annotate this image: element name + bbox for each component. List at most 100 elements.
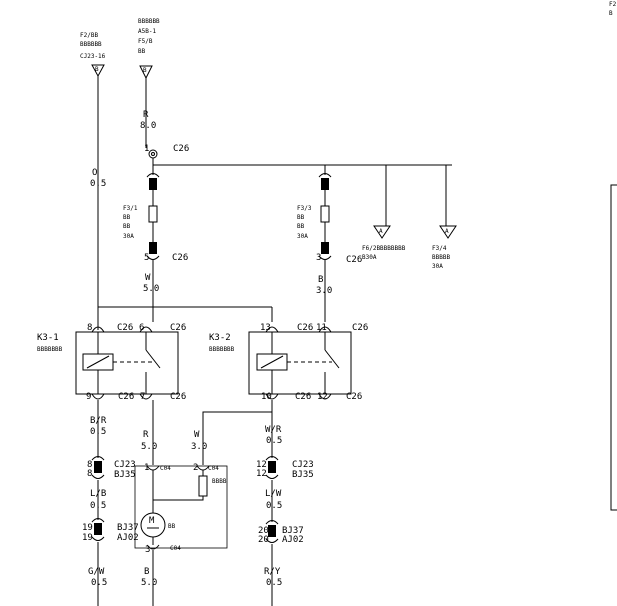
relay1-pin9: 9 (86, 392, 91, 402)
ground-2-label-3: 30A (432, 263, 443, 270)
wire-r-bot-color: R (143, 430, 149, 440)
fuse2-label-4: 30A (297, 233, 308, 240)
relay1-conn1: C26 (117, 323, 133, 333)
ground-2-label-2: BBBBB (432, 254, 450, 261)
motor-label: BB (168, 523, 176, 530)
fuse1-label-3: BB (123, 223, 131, 230)
fuse2-label-2: BB (297, 214, 305, 221)
wire-o-size: 0.5 (90, 179, 106, 189)
ground-left-label-1: F2/BB (80, 32, 98, 39)
fuse1-bottom-terminal (149, 242, 157, 254)
cj23-left-terminal (94, 461, 102, 473)
bj37-left-terminal (94, 523, 102, 535)
cj23-left-name2: BJ35 (114, 470, 136, 480)
cj23-right-terminal (268, 461, 276, 473)
wire-w-mid-size: 5.0 (143, 284, 159, 294)
relay1-pin7-arc (139, 393, 153, 400)
relay1-pin9-arc (91, 393, 105, 400)
wire-gw-color: G/W (88, 567, 105, 577)
wire-r-top-color: R (143, 110, 149, 120)
bj37-left-name1: BJ37 (117, 523, 139, 533)
fuse2-body (320, 205, 330, 223)
wire-w-bot-size: 3.0 (191, 442, 207, 452)
c26-top-pin: 1 (144, 144, 149, 154)
wire-lb-size: 0.5 (90, 501, 106, 511)
relay2-pin12-arc (318, 393, 332, 400)
relay1-pin6-arc (139, 326, 153, 333)
cj23-left-pin2: 8 (87, 469, 92, 479)
bj37-right-pin2: 20 (258, 535, 269, 545)
relay2-pin11-arc (318, 326, 332, 333)
c04-a-pin: 1 (144, 463, 149, 473)
relay2-pin11: 11 (316, 323, 327, 333)
wire-w-bot (202, 400, 273, 465)
relay2-pin12: 12 (317, 392, 328, 402)
relay2-coil-diag (260, 355, 284, 369)
cj23-right-pin2: 12 (256, 469, 267, 479)
fuse1-top-terminal-arc (146, 173, 160, 178)
cj23-right-name2: BJ35 (292, 470, 314, 480)
c26-top-name: C26 (173, 144, 189, 154)
c04-a-name: C04 (160, 465, 171, 472)
page-border-bracket (610, 184, 617, 511)
relay2-pin13-arc (265, 326, 279, 333)
relay1-name: BBBBBBB (37, 346, 63, 353)
fuse2-connector: C26 (346, 255, 362, 265)
bj37-left-bottom-arc (91, 536, 105, 541)
relay2-switch (324, 349, 340, 369)
wire-br-color: B/R (90, 416, 107, 426)
supply-triangle (139, 65, 153, 80)
bj37-right-name1: BJ37 (282, 526, 304, 536)
bj37-left-pin2: 19 (82, 533, 93, 543)
wire-w-mid-color: W (145, 273, 151, 283)
cj23-left-pin: 8 (87, 460, 92, 470)
relay1-conn4: C26 (170, 392, 186, 402)
c04-c-arc (146, 544, 160, 550)
relay2-pin10-arc (265, 393, 279, 400)
fuse2-label-3: BB (297, 223, 305, 230)
wire-br-size: 0.5 (90, 427, 106, 437)
c04-b-name: C04 (208, 465, 219, 472)
fuse2-bottom-terminal (321, 242, 329, 254)
relay2-pin10: 10 (261, 392, 272, 402)
cj23-right-bottom-arc (265, 474, 279, 479)
cj23-left-bottom-arc (91, 474, 105, 479)
bj37-right-top-arc (265, 520, 279, 525)
speed-resistor (198, 475, 208, 497)
cj23-right-pin: 12 (256, 460, 267, 470)
relay1-pin8: 8 (87, 323, 92, 333)
bj37-right-bottom-arc (265, 538, 279, 543)
c26-top-connector (148, 149, 158, 159)
supply-label-1: BBBBBB (138, 18, 160, 25)
wire-w-bot-color: W (194, 430, 200, 440)
cj23-left-name1: CJ23 (114, 460, 136, 470)
fuse2-label-1: F3/3 (297, 205, 312, 212)
relay2-conn3: C26 (295, 392, 311, 402)
cj23-left-top-arc (91, 456, 105, 461)
wire-wr-size: 0.5 (266, 436, 282, 446)
wire-lw-color: L/W (265, 489, 282, 499)
fuse1-connector: C26 (172, 253, 188, 263)
bj37-left-name2: AJ02 (117, 533, 139, 543)
wire-ry-size: 0.5 (266, 578, 282, 588)
wire-ry-color: R/Y (264, 567, 281, 577)
wire-gw-size: 0.5 (91, 578, 107, 588)
fuse1-top-terminal (149, 178, 157, 190)
c04-b-pin: 2 (193, 463, 198, 473)
fuse1-label-4: 30A (123, 233, 134, 240)
relay2-box (248, 331, 352, 395)
top-right-label-1: F2 (609, 1, 617, 8)
wire-b-bot-size: 5.0 (141, 578, 157, 588)
relay1-conn3: C26 (118, 392, 134, 402)
relay2-conn4: C26 (346, 392, 362, 402)
relay1-switch (145, 349, 161, 369)
bj37-right-terminal (268, 525, 276, 537)
fuse1-pin: 5 (144, 253, 149, 263)
ground-left-label-2: BBBBBB (80, 41, 102, 48)
relay1-pin6: 6 (139, 323, 144, 333)
ground-1-label-1: F6/2BBBBBBBB (362, 245, 406, 252)
bj37-left-pin: 19 (82, 523, 93, 533)
ground-1-label-2: B30A (362, 254, 377, 261)
ground-2-label-1: F3/4 (432, 245, 447, 252)
bj37-right-name2: AJ02 (282, 535, 304, 545)
